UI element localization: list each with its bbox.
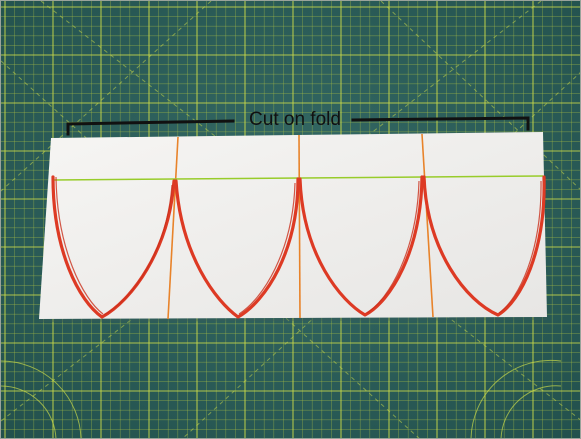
- fold-lines: [167, 133, 434, 320]
- scallop-outline: [51, 175, 546, 319]
- paper-shadow-edge: [39, 317, 547, 322]
- cut-on-fold-bracket: [66, 116, 530, 136]
- cut-on-fold-label: Cut on fold: [249, 109, 341, 130]
- mat-angle-arcs: [1, 359, 562, 438]
- scallop-outline-sketch: [55, 176, 542, 316]
